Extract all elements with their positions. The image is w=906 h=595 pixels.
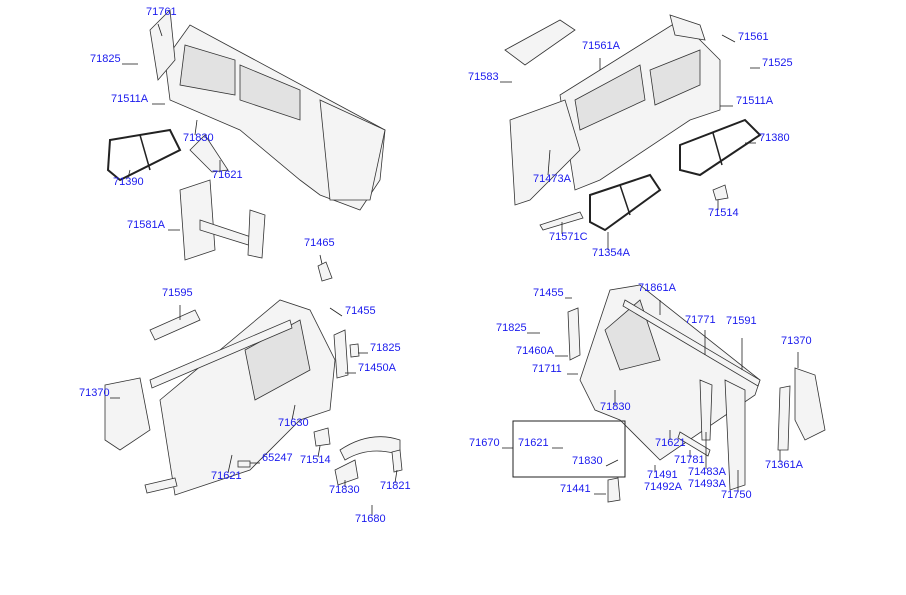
part-label-71680[interactable]: 71680: [355, 513, 386, 525]
part-label-71761[interactable]: 71761: [146, 6, 177, 18]
leader-line: [394, 469, 398, 484]
leader-line: [127, 169, 131, 179]
part-label-71455[interactable]: 71455: [533, 287, 564, 299]
part-71514-lower: [313, 427, 331, 447]
part-71460A: [567, 307, 581, 361]
part-label-71511a[interactable]: 71511A: [736, 95, 774, 107]
part-71781: [677, 431, 711, 457]
part-label-71473a[interactable]: 71473A: [533, 173, 571, 185]
part-label-71483a[interactable]: 71483A: [688, 466, 726, 478]
part-label-71771[interactable]: 71771: [685, 314, 716, 326]
part-label-71465[interactable]: 71465: [304, 237, 335, 249]
part-71450A: [333, 329, 349, 379]
part-71825: [349, 343, 360, 358]
part-label-71821[interactable]: 71821: [380, 480, 411, 492]
part-label-71830[interactable]: 71830: [329, 484, 360, 496]
leader-line: [317, 445, 321, 458]
part-label-71621[interactable]: 71621: [518, 437, 549, 449]
part-label-71825[interactable]: 71825: [90, 53, 121, 65]
part-label-71825[interactable]: 71825: [370, 342, 401, 354]
part-label-71861a[interactable]: 71861A: [638, 282, 676, 294]
side-panel-right-lower: [579, 284, 761, 491]
quarter-glass-71390: [106, 128, 182, 182]
part-71441: [607, 477, 621, 503]
part-label-71493a[interactable]: 71493A: [688, 478, 726, 490]
part-label-65247[interactable]: 65247: [262, 452, 293, 464]
leader-line: [227, 454, 233, 474]
part-label-71514[interactable]: 71514: [708, 207, 739, 219]
leader-line: [157, 23, 163, 37]
side-panel-right-upper: [504, 14, 721, 206]
part-label-71583[interactable]: 71583: [468, 71, 499, 83]
part-label-71441[interactable]: 71441: [560, 483, 591, 495]
quarter-glass-71354A: [589, 173, 662, 232]
part-label-71591[interactable]: 71591: [726, 315, 757, 327]
leader-line: [547, 149, 551, 176]
part-label-71830[interactable]: 71830: [572, 455, 603, 467]
part-71680: [339, 436, 401, 461]
part-label-71450a[interactable]: 71450A: [358, 362, 396, 374]
part-label-71621[interactable]: 71621: [655, 437, 686, 449]
part-label-71380[interactable]: 71380: [759, 132, 790, 144]
part-label-71670[interactable]: 71670: [469, 437, 500, 449]
part-label-71830[interactable]: 71830: [183, 132, 214, 144]
part-71465: [317, 261, 333, 282]
part-label-71830[interactable]: 71830: [600, 401, 631, 413]
part-label-71455[interactable]: 71455: [345, 305, 376, 317]
part-label-71621[interactable]: 71621: [211, 470, 242, 482]
part-label-71781[interactable]: 71781: [674, 454, 705, 466]
part-71361A: [777, 385, 791, 451]
leader-line: [721, 34, 736, 43]
part-label-71525[interactable]: 71525: [762, 57, 793, 69]
leader-line: [319, 254, 323, 265]
part-71370-left: [104, 377, 151, 451]
part-label-71370[interactable]: 71370: [781, 335, 812, 347]
part-label-71825[interactable]: 71825: [496, 322, 527, 334]
part-label-71750[interactable]: 71750: [721, 489, 752, 501]
part-label-71630[interactable]: 71630: [278, 417, 309, 429]
part-71595: [149, 309, 201, 341]
part-label-71581a[interactable]: 71581A: [127, 219, 165, 231]
part-71821: [391, 449, 403, 473]
quarter-glass-71380: [679, 118, 762, 177]
part-label-71711[interactable]: 71711: [532, 363, 562, 375]
part-65247: [237, 460, 251, 468]
side-panel-left-upper: [149, 9, 386, 211]
part-label-71621[interactable]: 71621: [212, 169, 243, 181]
part-label-71511a[interactable]: 71511A: [111, 93, 149, 105]
part-label-71370[interactable]: 71370: [79, 387, 110, 399]
part-71370-right: [794, 367, 826, 441]
part-label-71460a[interactable]: 71460A: [516, 345, 554, 357]
part-71514: [712, 184, 729, 201]
inner-panel-71581A: [179, 134, 266, 261]
part-label-71491[interactable]: 71491: [647, 469, 678, 481]
side-panel-left-lower: [144, 299, 336, 496]
part-71571C: [539, 211, 584, 231]
leader-line: [329, 307, 343, 317]
part-label-71361a[interactable]: 71361A: [765, 459, 803, 471]
leader-line: [291, 404, 296, 421]
part-label-71561a[interactable]: 71561A: [582, 40, 620, 52]
leader-line: [605, 459, 619, 467]
part-71830-lower: [334, 459, 359, 486]
part-label-71514[interactable]: 71514: [300, 454, 331, 466]
part-label-71390[interactable]: 71390: [113, 176, 144, 188]
leader-line: [194, 119, 198, 136]
part-label-71561[interactable]: 71561: [738, 31, 769, 43]
part-label-71354a[interactable]: 71354A: [592, 247, 630, 259]
part-label-71492a[interactable]: 71492A: [644, 481, 682, 493]
kit-box-71670: [512, 420, 626, 478]
part-label-71571c[interactable]: 71571C: [549, 231, 588, 243]
part-label-71595[interactable]: 71595: [162, 287, 193, 299]
